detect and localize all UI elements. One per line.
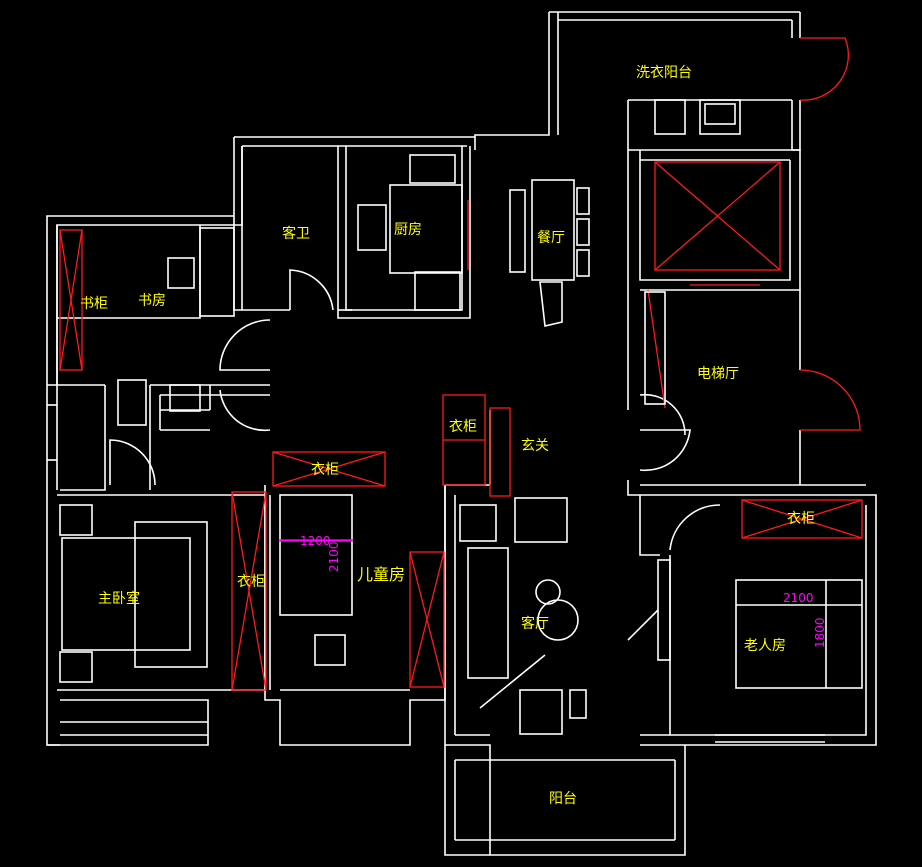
label-laundry-balcony: 洗衣阳台 [636, 65, 692, 81]
label-kids-room: 儿童房 [357, 565, 405, 584]
dim-elder-bed-width: 2100 [783, 591, 814, 605]
label-wardrobe-master: 衣柜 [237, 574, 265, 590]
doors [109, 37, 861, 551]
label-entrance: 玄关 [521, 437, 549, 454]
label-kitchen: 厨房 [394, 222, 422, 238]
dim-kids-desk-length: 2100 [327, 541, 341, 572]
label-elder-room: 老人房 [744, 638, 786, 654]
label-balcony: 阳台 [549, 791, 577, 807]
label-living-room: 客厅 [521, 615, 549, 632]
dimension-labels: 1200 2100 2100 1800 [300, 534, 827, 648]
furniture [59, 99, 863, 735]
label-wardrobe-entry: 衣柜 [311, 462, 339, 478]
walls [46, 11, 877, 856]
label-dining: 餐厅 [537, 230, 565, 246]
label-master-bedroom: 主卧室 [98, 590, 140, 607]
label-study: 书房 [138, 293, 166, 309]
label-guest-bath: 客卫 [282, 225, 310, 242]
dim-kids-desk-width: 1200 [300, 534, 331, 548]
label-elevator-hall: 电梯厅 [697, 366, 739, 382]
dim-elder-bed-length: 1800 [813, 617, 827, 648]
room-labels: 洗衣阳台 客卫 厨房 餐厅 书柜 书房 电梯厅 衣柜 玄关 衣柜 衣柜 衣柜 主… [80, 65, 815, 807]
label-wardrobe-hall: 衣柜 [449, 419, 477, 435]
label-wardrobe-elder: 衣柜 [787, 511, 815, 527]
label-bookcase: 书柜 [80, 296, 108, 312]
